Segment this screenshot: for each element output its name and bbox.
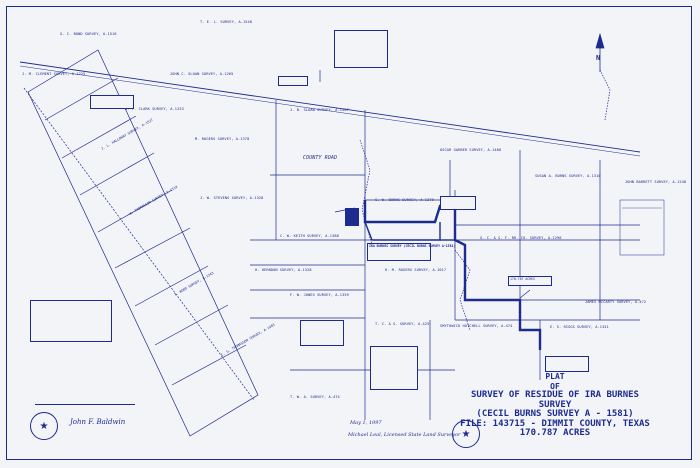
survey-label: SMYTHWICK HUTCHELL SURVEY, A-474 bbox=[440, 324, 513, 328]
svg-text:W. THOMASSON SURVEY, A-1319: W. THOMASSON SURVEY, A-1319 bbox=[129, 185, 179, 216]
survey-label: OSCAR GARBER SURVEY, A-1480 bbox=[440, 148, 502, 152]
survey-label: H. M. ROGERS SURVEY, A-1017 bbox=[385, 268, 447, 272]
title-line: FILE: 143715 - DIMMIT COUNTY, TEXAS bbox=[460, 418, 650, 429]
callout-box bbox=[370, 346, 418, 390]
survey-label: T. C. & G. SURVEY, A-425 bbox=[375, 322, 430, 326]
surveyor-seal-icon: ★ bbox=[452, 420, 480, 448]
county-road-label: COUNTY ROAD bbox=[302, 155, 338, 161]
callout-box bbox=[90, 95, 134, 109]
signature: John F. Baldwin bbox=[70, 418, 126, 426]
survey-label: H. HERNDON SURVEY, A-1328 bbox=[255, 268, 312, 272]
svg-text:C. G. THOMASSON SURVEY, A-1403: C. G. THOMASSON SURVEY, A-1403 bbox=[221, 323, 276, 357]
title-line: SURVEY OF RESIDUE OF IRA BURNES SURVEY bbox=[471, 390, 639, 410]
survey-label: J. M. CLEMENT SURVEY, A-1225 bbox=[22, 72, 86, 76]
sheet-border bbox=[6, 6, 692, 460]
survey-label: T. W. A. SURVEY, A-474 bbox=[290, 395, 340, 399]
north-arrow-icon: N bbox=[596, 54, 601, 62]
callout-box bbox=[334, 30, 388, 68]
survey-label: F. W. JONES SURVEY, A-1359 bbox=[290, 293, 349, 297]
acres-callout: 170.787 ACRES bbox=[508, 276, 552, 286]
survey-label: G. W. BURNS SURVEY, A-1379 bbox=[375, 198, 434, 202]
survey-label: J. W. STEVENS SURVEY, A-1328 bbox=[200, 196, 264, 200]
callout-box bbox=[345, 208, 359, 226]
svg-text:T. WOOD SURVEY, A-1343: T. WOOD SURVEY, A-1343 bbox=[174, 271, 215, 297]
survey-label: M. ROGERS SURVEY, A-1378 bbox=[195, 137, 250, 141]
survey-label: E. S. RIGGS SURVEY, A-1341 bbox=[550, 325, 609, 329]
survey-label: JOHN BARRETT SURVEY, A-1248 bbox=[625, 180, 687, 184]
survey-label: J. B. SLOAN SURVEY, A-1567 bbox=[290, 108, 349, 112]
signature-date: May 1, 1997 bbox=[350, 420, 382, 426]
title-line: PLAT bbox=[545, 372, 565, 381]
survey-label: SUSAN A. BURNS SURVEY, A-1310 bbox=[535, 174, 601, 178]
callout-box bbox=[440, 196, 476, 210]
title-line: 170.787 ACRES bbox=[519, 428, 591, 438]
callout-box bbox=[545, 356, 589, 372]
title-line: (CECIL BURNS SURVEY A - 1581) bbox=[476, 409, 634, 419]
signature: Michael Leal, Licensed State Land Survey… bbox=[348, 432, 461, 438]
callout-box bbox=[278, 76, 308, 86]
filing-note bbox=[35, 390, 135, 405]
svg-text:J. L. HALLOWAY SURVEY, A-1527: J. L. HALLOWAY SURVEY, A-1527 bbox=[101, 118, 154, 151]
survey-label: C. W. KEITH SURVEY, A-1388 bbox=[280, 234, 339, 238]
diagonal-tract bbox=[27, 49, 259, 437]
title-block: PLAT OF SURVEY OF RESIDUE OF IRA BURNES … bbox=[455, 372, 655, 439]
survey-label: W. T. CLARK SURVEY, A-1253 bbox=[125, 107, 184, 111]
subject-survey-box: IRA BURNES SURVEY (CECIL BURNS SURVEY A-… bbox=[367, 243, 455, 261]
state-seal-icon: ★ bbox=[30, 412, 58, 440]
survey-label: JAMES MCCARTY SURVEY, A-472 bbox=[585, 300, 647, 304]
survey-label: T. E. L. SURVEY, A-1548 bbox=[200, 20, 253, 24]
survey-label: G. C. BOND SURVEY, A-1516 bbox=[60, 32, 117, 36]
survey-label: JOHN C. SLOAN SURVEY, A-1265 bbox=[170, 72, 234, 76]
callout-box bbox=[300, 320, 344, 346]
survey-label: G. C. & S. F. RR. CO. SURVEY, A-1290 bbox=[480, 236, 562, 240]
records-block bbox=[30, 300, 112, 342]
title-line: OF bbox=[550, 381, 560, 391]
